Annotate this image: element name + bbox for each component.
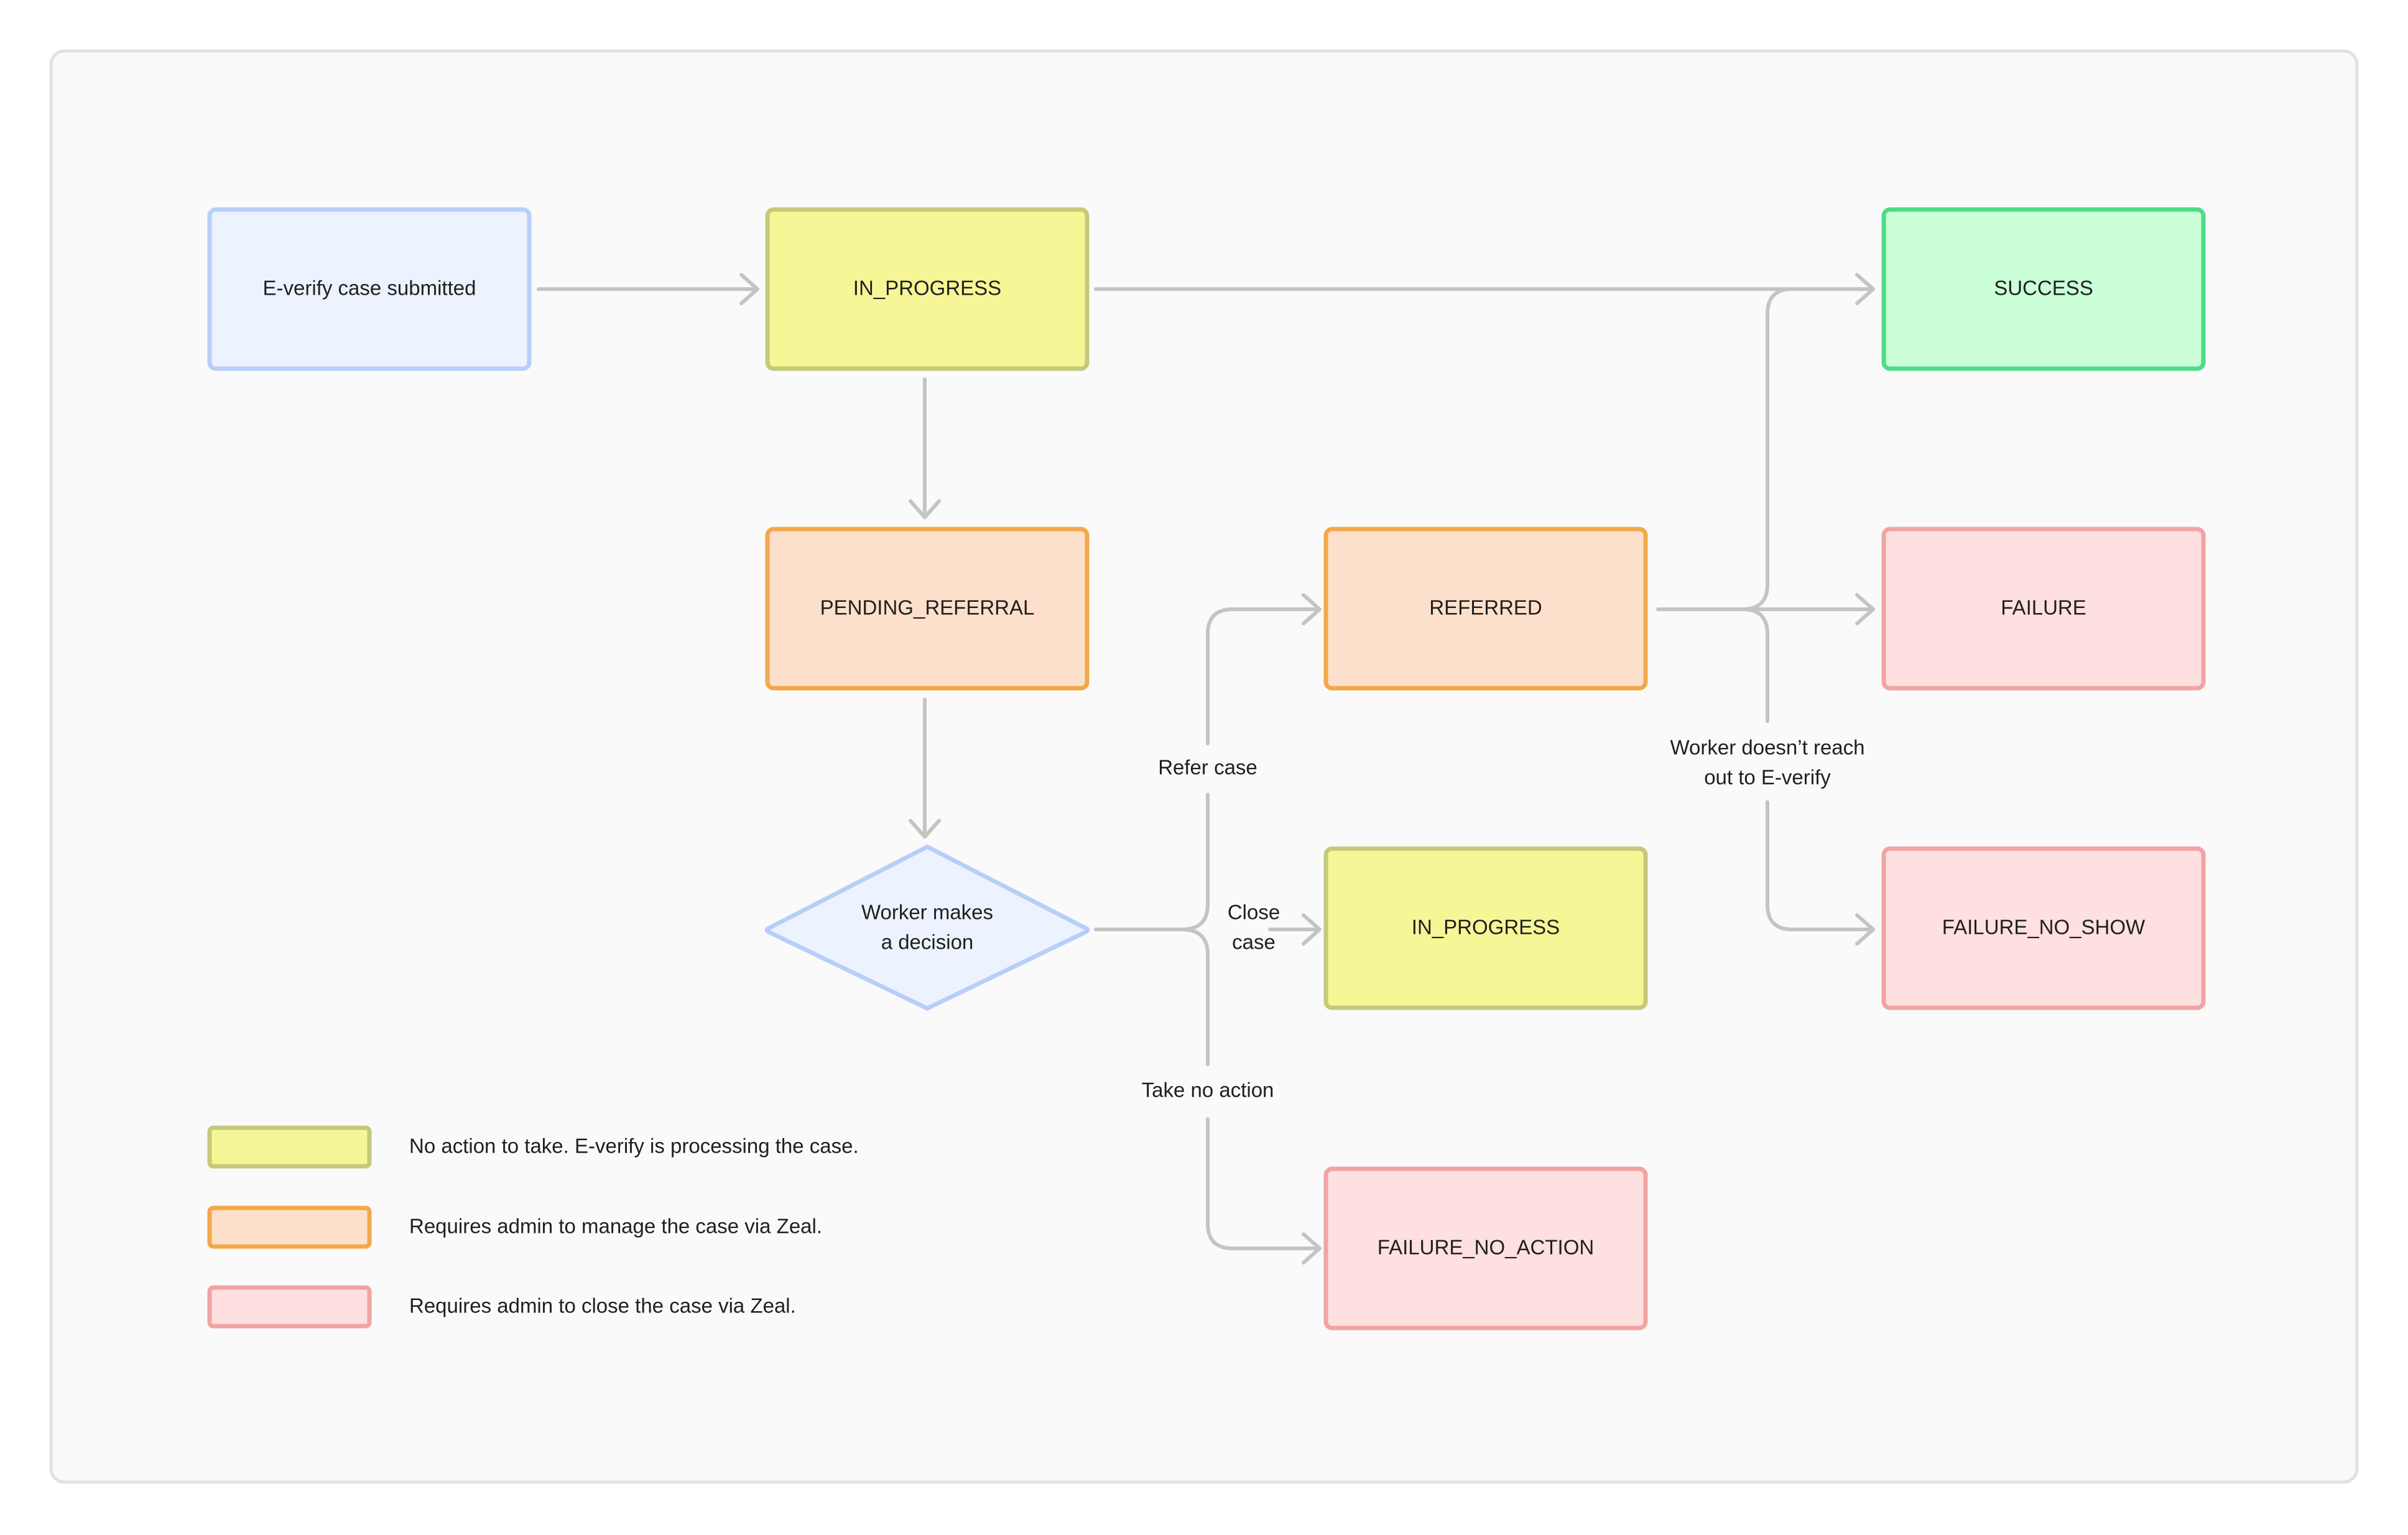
node-failure-label: FAILURE: [2001, 596, 2086, 619]
edge-labels: Refer case Close case Take no action Wor…: [1142, 736, 1865, 1102]
node-in-progress-top-label: IN_PROGRESS: [853, 277, 1001, 300]
node-failure-no-action-label: FAILURE_NO_ACTION: [1378, 1236, 1594, 1259]
edge-refer-trunk-upper: [1206, 607, 1318, 745]
legend-swatch-orange: [207, 1205, 372, 1249]
arrowhead: [1855, 593, 1875, 625]
arrowhead: [1855, 273, 1875, 305]
legend-item-orange: Requires admin to manage the case via Ze…: [207, 1205, 822, 1249]
edge-label-no-reach-line2: out to E-verify: [1704, 766, 1831, 789]
edge-referred-to-no-show-upper: [1741, 607, 1769, 723]
node-pending-referral-box: [765, 527, 1090, 691]
node-in-progress-closed-label: IN_PROGRESS: [1412, 916, 1560, 939]
legend-label-yellow: No action to take. E-verify is processin…: [409, 1135, 859, 1158]
node-success: SUCCESS: [1881, 207, 2206, 371]
legend-swatch-red: [207, 1285, 372, 1329]
canvas-panel: [49, 49, 2359, 1484]
arrowhead: [909, 819, 941, 839]
node-pending-referral-label: PENDING_REFERRAL: [820, 596, 1035, 619]
node-in-progress-closed: IN_PROGRESS: [1323, 846, 1648, 1010]
node-submitted-label: E-verify case submitted: [263, 277, 476, 300]
node-in-progress-closed-box: [1323, 846, 1648, 1010]
legend-label-orange: Requires admin to manage the case via Ze…: [409, 1215, 822, 1238]
edge-label-take-no-action: Take no action: [1142, 1079, 1274, 1102]
legend-item-red: Requires admin to close the case via Zea…: [207, 1285, 796, 1329]
legend-swatch-yellow: [207, 1125, 372, 1169]
node-failure-no-action-box: [1323, 1166, 1648, 1330]
node-failure-box: [1881, 527, 2206, 691]
node-submitted: E-verify case submitted: [207, 207, 532, 371]
node-success-box: [1881, 207, 2206, 371]
node-referred-box: [1323, 527, 1648, 691]
arrowhead: [739, 273, 759, 305]
node-failure-no-show-box: [1881, 846, 2206, 1010]
node-submitted-box: [207, 207, 532, 371]
edge-decision-to-trunk-down: [1180, 928, 1210, 956]
node-decision: Worker makes a decision: [764, 844, 1090, 1011]
node-referred-label: REFERRED: [1429, 596, 1542, 619]
legend: No action to take. E-verify is processin…: [207, 1125, 859, 1329]
legend-label-red: Requires admin to close the case via Zea…: [409, 1294, 796, 1317]
node-success-label: SUCCESS: [1994, 277, 2093, 300]
arrowhead: [1302, 1232, 1322, 1265]
edge-label-no-reach-line1: Worker doesn’t reach: [1670, 736, 1864, 759]
node-pending-referral: PENDING_REFERRAL: [765, 527, 1090, 691]
node-failure-no-show: FAILURE_NO_SHOW: [1881, 846, 2206, 1010]
edge-referred-to-success: [1741, 287, 1794, 611]
node-in-progress-top-box: [765, 207, 1090, 371]
node-failure-no-action: FAILURE_NO_ACTION: [1323, 1166, 1648, 1330]
arrowhead: [1302, 593, 1322, 625]
node-referred: REFERRED: [1323, 527, 1648, 691]
edge-label-refer-case: Refer case: [1158, 756, 1257, 779]
arrowhead: [909, 499, 941, 519]
node-failure: FAILURE: [1881, 527, 2206, 691]
edge-no-action-trunk-lower: [1206, 1117, 1318, 1250]
node-in-progress-top: IN_PROGRESS: [765, 207, 1090, 371]
node-decision-label-line2: a decision: [881, 931, 974, 954]
arrowhead: [1855, 913, 1875, 946]
edge-label-close-case-line2: case: [1232, 931, 1276, 954]
node-failure-no-show-label: FAILURE_NO_SHOW: [1942, 916, 2146, 939]
legend-item-yellow: No action to take. E-verify is processin…: [207, 1125, 859, 1169]
arrowhead: [1302, 913, 1322, 946]
node-decision-diamond: [764, 844, 1090, 1011]
node-decision-label-line1: Worker makes: [861, 901, 993, 924]
edges: [537, 273, 1875, 1265]
edge-referred-to-no-show-lower: [1766, 800, 1871, 931]
edge-label-close-case-line1: Close: [1228, 901, 1280, 924]
